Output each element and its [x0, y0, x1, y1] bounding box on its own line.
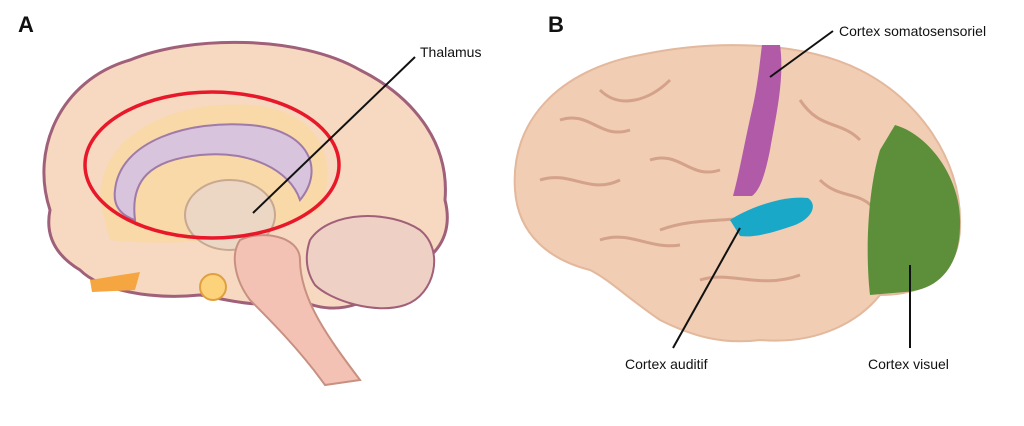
panel-a: A Thalamus: [18, 12, 481, 387]
pituitary: [199, 273, 227, 301]
limbic-ring: [83, 90, 341, 240]
somatosensory-cortex: [733, 45, 782, 196]
label-visual: Cortex visuel: [868, 356, 949, 372]
somatosensory-leader-line: [769, 30, 834, 78]
panel-b-letter: B: [548, 12, 564, 37]
visual-cortex: [867, 125, 961, 295]
label-somatosensory: Cortex somatosensoriel: [839, 23, 986, 39]
label-auditory: Cortex auditif: [625, 356, 708, 372]
auditory-cortex: [730, 197, 813, 237]
panel-b: B Cortex somatosensoriel Cortex auditif …: [513, 12, 986, 372]
cerebellum: [305, 215, 436, 310]
corpus-callosum: [113, 123, 313, 222]
brainstem: [233, 234, 362, 387]
olfactory-bulb: [90, 272, 140, 292]
thalamus-leader-line: [252, 56, 416, 214]
auditory-leader-line: [672, 227, 741, 349]
panel-a-letter: A: [18, 12, 34, 37]
thalamus: [184, 179, 276, 251]
label-thalamus: Thalamus: [420, 44, 481, 60]
